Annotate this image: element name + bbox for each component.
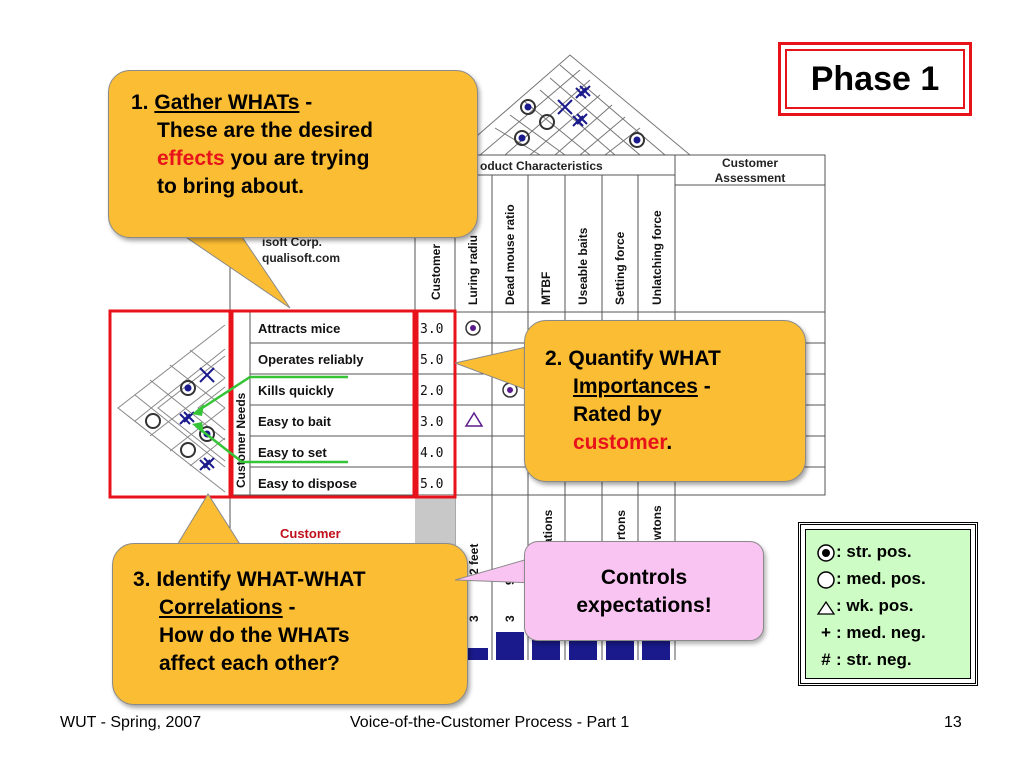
legend-text-0: : str. pos. — [836, 542, 912, 561]
characteristic-3: MTBF — [539, 272, 553, 305]
callout-identify-correlations: 3. Identify WHAT-WHAT Correlations - How… — [112, 543, 468, 705]
characteristic-4: Useable baits — [576, 227, 590, 305]
bottom-unit-0: ations — [541, 509, 555, 545]
callout-3-heading: Identify WHAT-WHAT — [156, 568, 366, 591]
need-label-1: Operates reliably — [258, 352, 364, 367]
callout-2-dash: - — [697, 375, 711, 398]
callout-3-dash: - — [282, 596, 296, 619]
footer-left: WUT - Spring, 2007 — [60, 714, 202, 731]
callout-2-number: 2. — [545, 347, 563, 370]
need-label-3: Easy to bait — [258, 414, 332, 429]
bottom-number-1: 3 — [503, 615, 517, 622]
bottom-unit-2: wtons — [650, 505, 664, 541]
need-label-4: Easy to set — [258, 445, 327, 460]
need-label-0: Attracts mice — [258, 321, 340, 336]
correlation-roof — [454, 54, 691, 156]
roof-symbols — [514, 85, 645, 148]
callout-1-dash: - — [299, 91, 313, 114]
callout-2-importances: Importances — [573, 375, 698, 398]
customer-assessment-header-1: Customer — [722, 156, 778, 170]
relationship-symbols — [464, 320, 518, 427]
phase-title: Phase 1 — [785, 49, 965, 109]
callout-3-correlations: Correlations — [159, 596, 283, 619]
characteristic-2: Dead mouse ratio — [503, 204, 517, 305]
customer-assessment-header-2: Assessment — [715, 171, 786, 185]
highlight-boxes — [108, 309, 457, 499]
legend-item-strong-positive: : str. pos. — [816, 538, 970, 565]
legend-text-1: : med. pos. — [836, 569, 926, 588]
importance-4: 4.0 — [420, 446, 443, 461]
company-url: qualisoft.com — [262, 251, 340, 265]
importance-1: 5.0 — [420, 353, 443, 368]
callout-3-line2: How do the WHATs — [159, 624, 350, 647]
legend-text-3: : med. neg. — [836, 623, 926, 642]
callout-2-period: . — [666, 431, 673, 454]
bottom-feet: 2 feet — [467, 544, 481, 575]
product-characteristics-header: oduct Characteristics — [480, 159, 603, 173]
pink-line2: expectations! — [576, 594, 712, 617]
callout-1-line3: you are trying — [224, 147, 370, 170]
callout-quantify-importances: 2. Quantify WHAT Importances - Rated by … — [524, 320, 806, 482]
importance-highlight — [412, 309, 457, 499]
characteristic-0: Customer — [429, 244, 443, 300]
importance-0: 3.0 — [420, 322, 443, 337]
legend-item-medium-negative: + : med. neg. — [816, 619, 970, 646]
callout-1-number: 1. — [131, 91, 149, 114]
bottom-number-0: 3 — [467, 615, 481, 622]
what-what-correlation-matrix — [117, 324, 226, 493]
legend-item-strong-negative: # : str. neg. — [816, 646, 970, 673]
pink-line1: Controls — [600, 566, 688, 589]
callout-gather-whats: 1. Gather WHATs - These are the desired … — [108, 70, 478, 238]
callout-3-number: 3. — [133, 568, 151, 591]
callout-1-line2: These are the desired — [157, 119, 373, 142]
callout-2-line2: Rated by — [573, 403, 662, 426]
pink-callout-pointer — [455, 556, 535, 584]
legend-text-4: : str. neg. — [836, 650, 912, 669]
company-name: isoft Corp. — [262, 235, 322, 249]
strong-positive-icon — [817, 543, 835, 562]
importance-3: 3.0 — [420, 415, 443, 430]
characteristic-1: Luring radiu — [466, 235, 480, 305]
footer-center: Voice-of-the-Customer Process - Part 1 — [350, 714, 630, 731]
legend: : str. pos. : med. pos. : wk. pos. + : m… — [798, 522, 978, 686]
characteristic-6: Unlatching force — [650, 210, 664, 305]
need-label-5: Easy to dispose — [258, 476, 357, 491]
weak-positive-icon — [816, 600, 836, 615]
legend-item-weak-positive: : wk. pos. — [816, 592, 970, 619]
plus-icon: + — [821, 623, 831, 642]
callout-1-heading: Gather WHATs — [154, 91, 300, 114]
customer-needs-label: Customer Needs — [234, 392, 248, 488]
footer-page-number: 13 — [944, 714, 962, 731]
callout-1-pointer — [167, 225, 291, 309]
whats-highlight — [230, 309, 419, 499]
medium-positive-icon — [817, 570, 835, 589]
need-label-2: Kills quickly — [258, 383, 335, 398]
importance-2: 2.0 — [420, 384, 443, 399]
importance-5: 5.0 — [420, 477, 443, 492]
callout-3-line3: affect each other? — [159, 652, 340, 675]
callout-2-heading: Quantify WHAT — [568, 347, 721, 370]
legend-text-2: : wk. pos. — [836, 596, 914, 615]
bottom-unit-1: rtons — [614, 510, 628, 540]
callout-controls-expectations: Controls expectations! — [524, 541, 764, 641]
callout-1-line4: to bring about. — [157, 175, 304, 198]
hash-icon: # — [821, 650, 831, 669]
legend-item-medium-positive: : med. pos. — [816, 565, 970, 592]
callout-1-effects: effects — [157, 147, 225, 170]
characteristic-5: Setting force — [613, 231, 627, 305]
correlation-highlight — [108, 309, 232, 499]
bottom-bars — [460, 632, 670, 660]
bottom-customer-label: Customer — [280, 526, 341, 541]
callout-2-pointer — [455, 345, 535, 394]
callout-2-customer: customer — [573, 431, 667, 454]
green-arrows — [195, 375, 348, 464]
phase-title-box: Phase 1 — [778, 42, 972, 116]
